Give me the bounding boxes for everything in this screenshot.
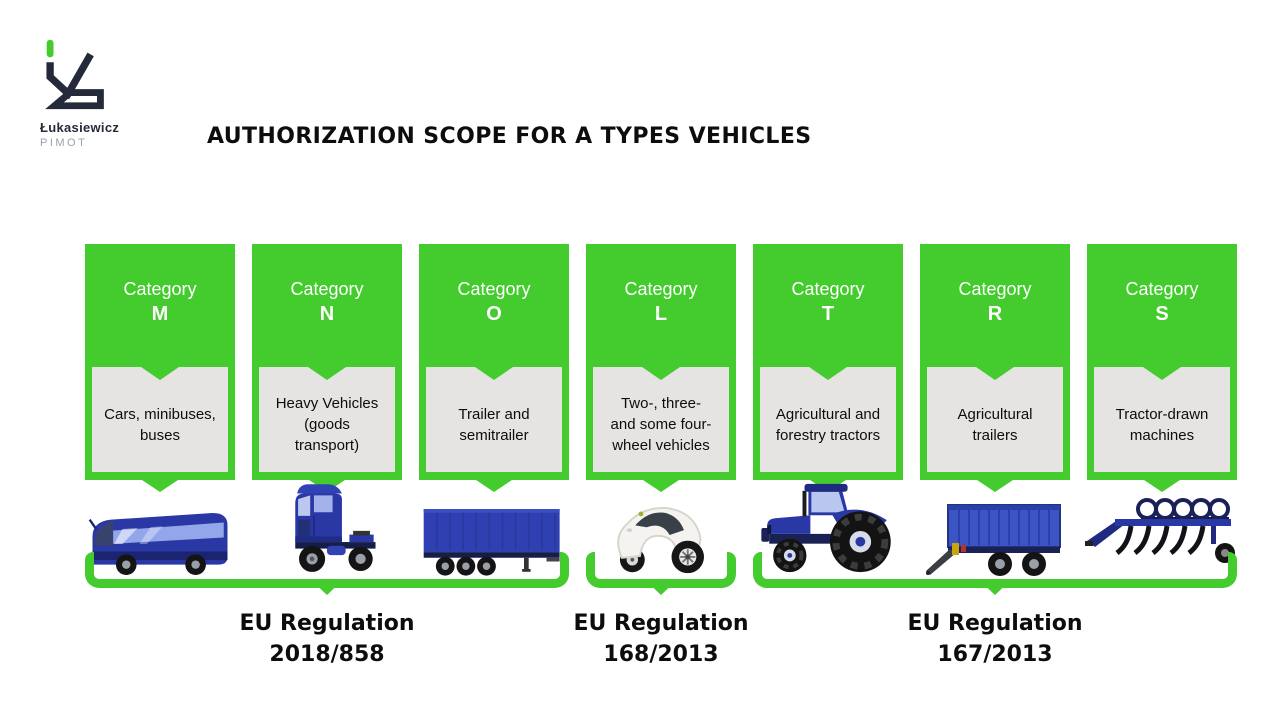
bracket-regulation-168-2013 (586, 552, 736, 595)
category-description-box: Trailer and semitrailer (426, 367, 562, 472)
category-description: Tractor-drawn machines (1115, 405, 1209, 444)
notch-arrow (141, 367, 179, 380)
category-word: Category (123, 279, 197, 299)
category-description: Agricultural trailers (957, 405, 1033, 444)
category-column-s: Category S Tractor-drawn machines (1087, 244, 1237, 492)
category-column-n: Category N Heavy Vehicles (goods transpo… (252, 244, 402, 492)
lukasiewicz-pimot-logo: Łukasiewicz PIMOT (40, 30, 160, 149)
regulation-number: 167/2013 (937, 642, 1053, 667)
category-word: Category (290, 279, 364, 299)
category-description-box: Agricultural trailers (927, 367, 1063, 472)
farm-trailer-image (922, 493, 1064, 582)
category-word: Category (791, 279, 865, 299)
coach-bus-image (85, 497, 235, 582)
bracket-arrow (978, 579, 1012, 595)
category-description: Two-, three- and some four- wheel vehicl… (610, 395, 712, 454)
lukasiewicz-logo-mark (45, 39, 104, 110)
category-columns: Category M Cars, minibuses, buses Catego… (85, 244, 1237, 492)
notch-arrow (642, 367, 680, 380)
notch-arrow (809, 367, 847, 380)
category-letter: O (486, 303, 502, 325)
category-description-box: Cars, minibuses, buses (92, 367, 228, 472)
bracket-arrow (644, 579, 678, 595)
category-letter: T (821, 303, 835, 325)
quadricycle-image (608, 491, 714, 582)
bracket-regulation-2018-858 (85, 552, 569, 595)
category-word: Category (1125, 279, 1199, 299)
category-letter: R (987, 303, 1003, 325)
category-word: Category (457, 279, 531, 299)
tractor-image (758, 479, 898, 582)
category-description: Cars, minibuses, buses (104, 405, 216, 444)
category-letter: M (151, 303, 169, 325)
notch-arrow (308, 367, 346, 380)
regulation-number: 2018/858 (269, 642, 385, 667)
regulation-label-2018-858: EU Regulation 2018/858 (157, 608, 497, 670)
regulation-name: EU Regulation (573, 611, 749, 636)
brand-unit: PIMOT (40, 137, 88, 149)
bracket-regulation-167-2013 (753, 552, 1237, 595)
category-column-t: Category T Agricultural and forestry tra… (753, 244, 903, 492)
regulation-label-168-2013: EU Regulation 168/2013 (491, 608, 831, 670)
category-description-box: Two-, three- and some four- wheel vehicl… (593, 367, 729, 472)
category-letter: L (654, 303, 668, 325)
category-description: Trailer and semitrailer (458, 405, 530, 444)
brand-name: Łukasiewicz (40, 120, 120, 135)
regulation-name: EU Regulation (239, 611, 415, 636)
category-description: Heavy Vehicles (goods transport) (275, 395, 379, 454)
category-letter: N (319, 303, 335, 325)
category-column-r: Category R Agricultural trailers (920, 244, 1070, 492)
category-description-box: Tractor-drawn machines (1094, 367, 1230, 472)
category-word: Category (958, 279, 1032, 299)
category-column-m: Category M Cars, minibuses, buses (85, 244, 235, 492)
category-description-box: Agricultural and forestry tractors (760, 367, 896, 472)
bracket-arrow (310, 579, 344, 595)
notch-arrow (475, 367, 513, 380)
regulation-name: EU Regulation (907, 611, 1083, 636)
notch-arrow (1143, 367, 1181, 380)
category-column-l: Category L Two-, three- and some four- w… (586, 244, 736, 492)
semitrailer-image (419, 501, 569, 582)
page-title: AUTHORIZATION SCOPE FOR A TYPES VEHICLES (207, 124, 812, 149)
category-letter: S (1155, 303, 1169, 325)
category-word: Category (624, 279, 698, 299)
category-column-o: Category O Trailer and semitrailer (419, 244, 569, 492)
regulation-label-167-2013: EU Regulation 167/2013 (825, 608, 1165, 670)
truck-tractor-image (271, 481, 383, 582)
category-description: Agricultural and forestry tractors (775, 405, 881, 444)
regulation-number: 168/2013 (603, 642, 719, 667)
notch-arrow (976, 367, 1014, 380)
category-description-box: Heavy Vehicles (goods transport) (259, 367, 395, 472)
